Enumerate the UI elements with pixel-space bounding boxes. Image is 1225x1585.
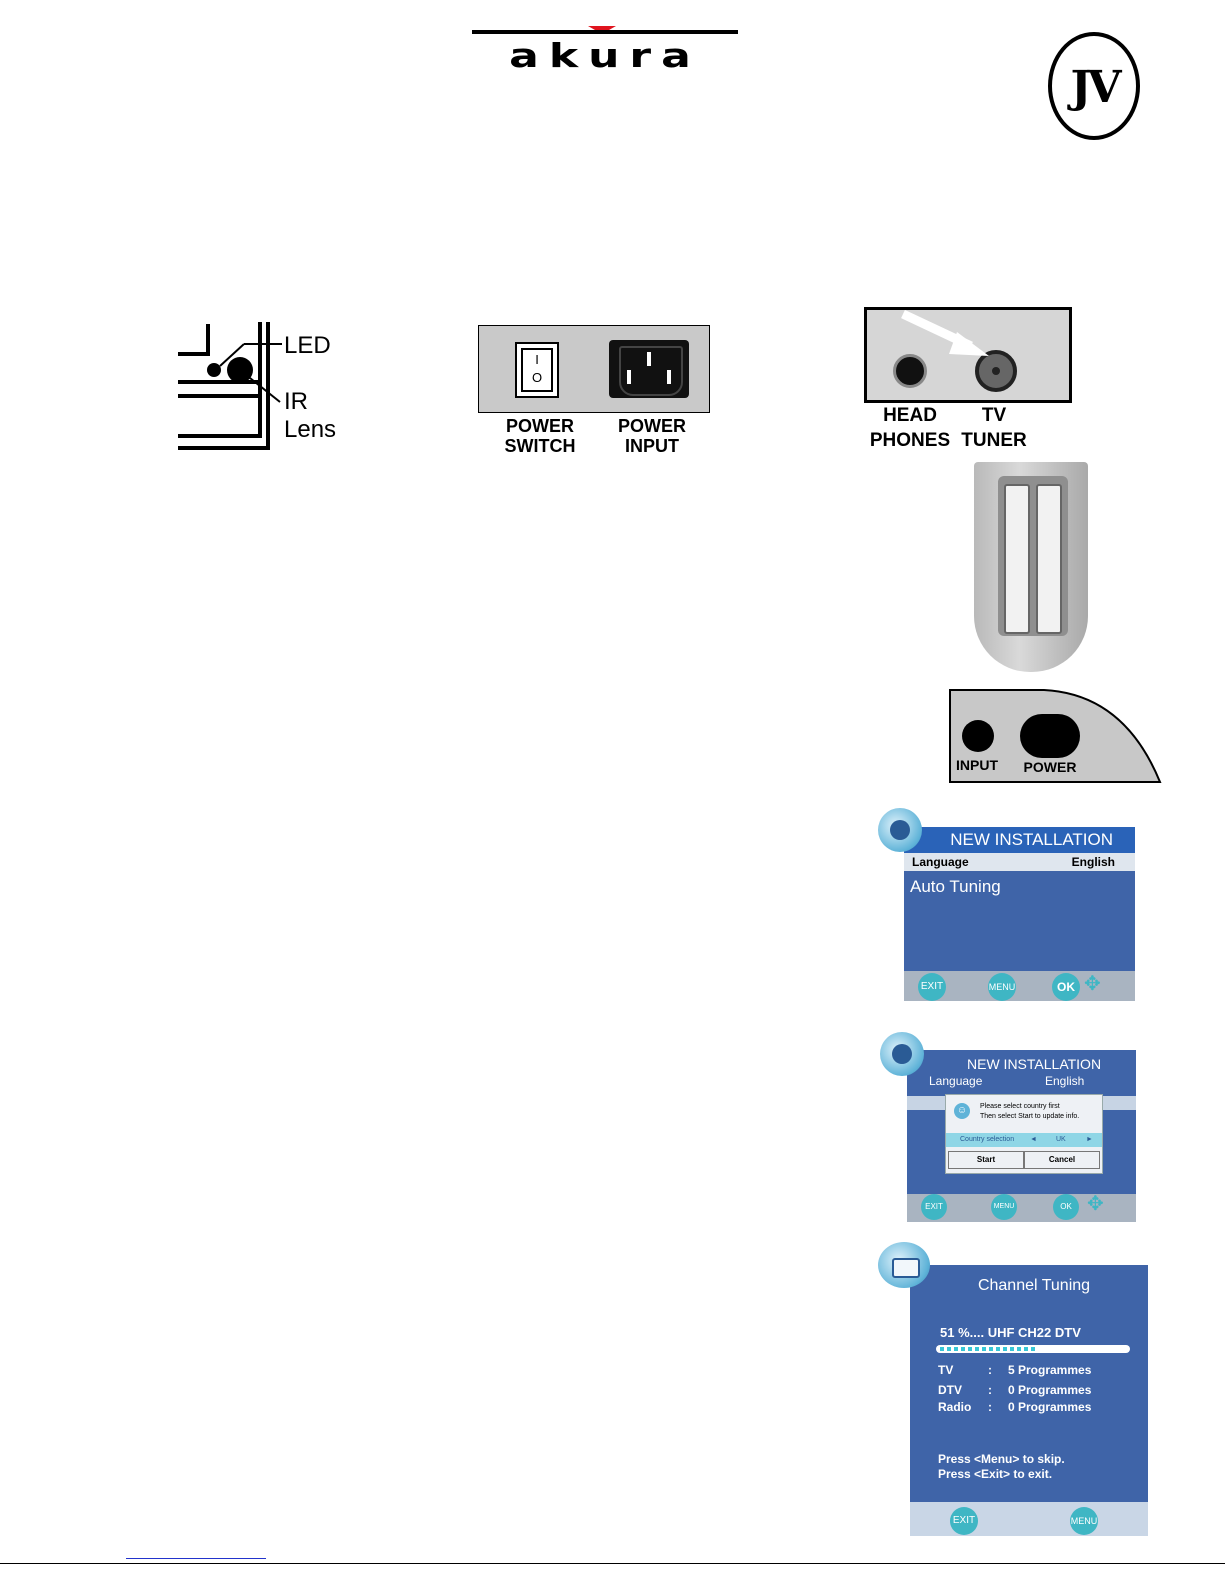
osd2-language-value: English	[1045, 1074, 1085, 1088]
osd-channel-tuning: Channel Tuning 51 %.... UHF CH22 DTV TV …	[910, 1265, 1148, 1536]
side-port-panel	[864, 307, 1072, 403]
osd3-progress-track	[936, 1345, 1130, 1353]
jv-logo-text: JV	[1070, 62, 1122, 113]
led-ir-diagram: LED IR Lens	[170, 318, 370, 458]
osd3-exit-button[interactable]: EXIT	[950, 1507, 978, 1535]
osd3-hint-skip: Press <Menu> to skip.	[938, 1452, 1065, 1466]
osd2-country-label: Country selection	[960, 1136, 1015, 1143]
osd2-ok-button[interactable]: OK	[1053, 1194, 1079, 1220]
power-switch-label-1: POWER	[505, 416, 574, 436]
osd3-row-label: TV	[938, 1363, 954, 1377]
switch-off-symbol: O	[531, 370, 543, 385]
top-button-panel: INPUT POWER	[948, 688, 1164, 784]
power-button-label: POWER	[1023, 759, 1077, 775]
osd3-row-value: 5 Programmes	[1008, 1363, 1092, 1377]
osd1-menu-button[interactable]: MENU	[988, 973, 1016, 1001]
osd1-arrows-icon: ✥	[1084, 973, 1101, 995]
power-input-socket	[609, 340, 689, 398]
osd3-hint-exit: Press <Exit> to exit.	[938, 1467, 1053, 1481]
osd-new-installation: NEW INSTALLATION Language English Auto T…	[904, 827, 1135, 1001]
osd2-title: NEW INSTALLATION	[967, 1056, 1102, 1072]
osd2-cancel-button[interactable]: Cancel	[1024, 1151, 1100, 1169]
input-button	[962, 720, 994, 752]
headphones-label-2: PHONES	[869, 430, 951, 451]
osd3-row-sep: :	[988, 1363, 992, 1377]
power-switch-label: POWER SWITCH	[490, 417, 590, 455]
tv-tuner-label-2: TUNER	[961, 430, 1027, 451]
osd1-settings-icon	[878, 808, 922, 852]
akura-logo: akura akura	[470, 22, 740, 75]
headphones-label-1: HEAD	[883, 405, 937, 426]
footer-link-underline	[126, 1558, 266, 1559]
osd3-progress-fill	[940, 1347, 1035, 1351]
osd2-left-arrow-icon: ◄	[1030, 1136, 1037, 1143]
power-switch-label-2: SWITCH	[504, 436, 576, 456]
osd2-arrows-icon: ✥	[1087, 1193, 1104, 1215]
osd1-auto-tuning[interactable]: Auto Tuning	[910, 877, 1001, 896]
osd1-language-row[interactable]: Language English	[904, 853, 1135, 871]
osd2-exit-button[interactable]: EXIT	[921, 1194, 947, 1220]
osd3-row-label: Radio	[938, 1400, 972, 1414]
arrow-icon	[901, 310, 989, 356]
osd3-tuning-icon	[878, 1242, 930, 1288]
ir-label: IR	[284, 388, 308, 415]
battery-left	[1004, 484, 1030, 634]
osd3-row-label: DTV	[938, 1383, 962, 1397]
jv-logo: JV	[1048, 32, 1140, 140]
osd1-language-value: English	[1071, 855, 1115, 869]
tv-tuner-label: TV TUNER	[956, 406, 1032, 450]
osd3-row-value: 0 Programmes	[1008, 1400, 1092, 1414]
osd2-right-arrow-icon: ►	[1086, 1136, 1093, 1143]
osd3-row-sep: :	[988, 1400, 992, 1414]
osd2-start-button[interactable]: Start	[948, 1151, 1024, 1169]
smiley-icon: ☺	[954, 1103, 970, 1119]
power-switch: I O	[515, 342, 559, 398]
osd2-menu-button[interactable]: MENU	[991, 1194, 1017, 1220]
osd2-language-label: Language	[929, 1074, 983, 1088]
power-input-label: POWER INPUT	[602, 417, 702, 455]
osd3-status: 51 %.... UHF CH22 DTV	[940, 1325, 1081, 1340]
osd3-title: Channel Tuning	[977, 1277, 1091, 1294]
osd3-menu-button[interactable]: MENU	[1070, 1507, 1098, 1535]
lens-label: Lens	[284, 416, 337, 443]
osd2-dialog-line1: Please select country first	[980, 1103, 1060, 1110]
battery-right	[1036, 484, 1062, 634]
osd1-exit-button[interactable]: EXIT	[918, 973, 946, 1001]
osd1-language-label: Language	[912, 855, 969, 869]
footer-rule	[0, 1563, 1225, 1564]
power-input-label-1: POWER	[617, 416, 686, 436]
headphones-jack	[893, 354, 927, 388]
osd3-footer	[910, 1502, 1148, 1536]
power-panel: I O	[478, 325, 710, 413]
osd2-dialog: ☺ Please select country first Then selec…	[945, 1094, 1103, 1174]
osd2-settings-icon	[880, 1032, 924, 1076]
tv-tuner-socket	[975, 350, 1017, 392]
osd1-ok-button[interactable]: OK	[1052, 973, 1080, 1001]
osd2-dialog-line2: Then select Start to update info.	[980, 1113, 1080, 1120]
osd3-row-value: 0 Programmes	[1008, 1383, 1092, 1397]
switch-on-symbol: I	[535, 352, 539, 367]
osd-country-selection: NEW INSTALLATION Language English ☺ Plea…	[907, 1050, 1136, 1222]
osd1-title: NEW INSTALLATION	[904, 827, 1135, 853]
tv-tuner-label-1: TV	[981, 405, 1007, 426]
svg-text:akura: akura	[509, 37, 701, 72]
led-label: LED	[284, 332, 331, 359]
headphones-label: HEAD PHONES	[860, 406, 960, 450]
osd2-country-row[interactable]: Country selection ◄ UK ►	[946, 1133, 1102, 1147]
input-button-label: INPUT	[956, 757, 998, 773]
power-input-label-2: INPUT	[625, 436, 679, 456]
battery-compartment	[974, 462, 1088, 672]
osd2-country-value: UK	[1056, 1136, 1066, 1143]
osd3-row-sep: :	[988, 1383, 992, 1397]
power-button	[1020, 714, 1080, 758]
